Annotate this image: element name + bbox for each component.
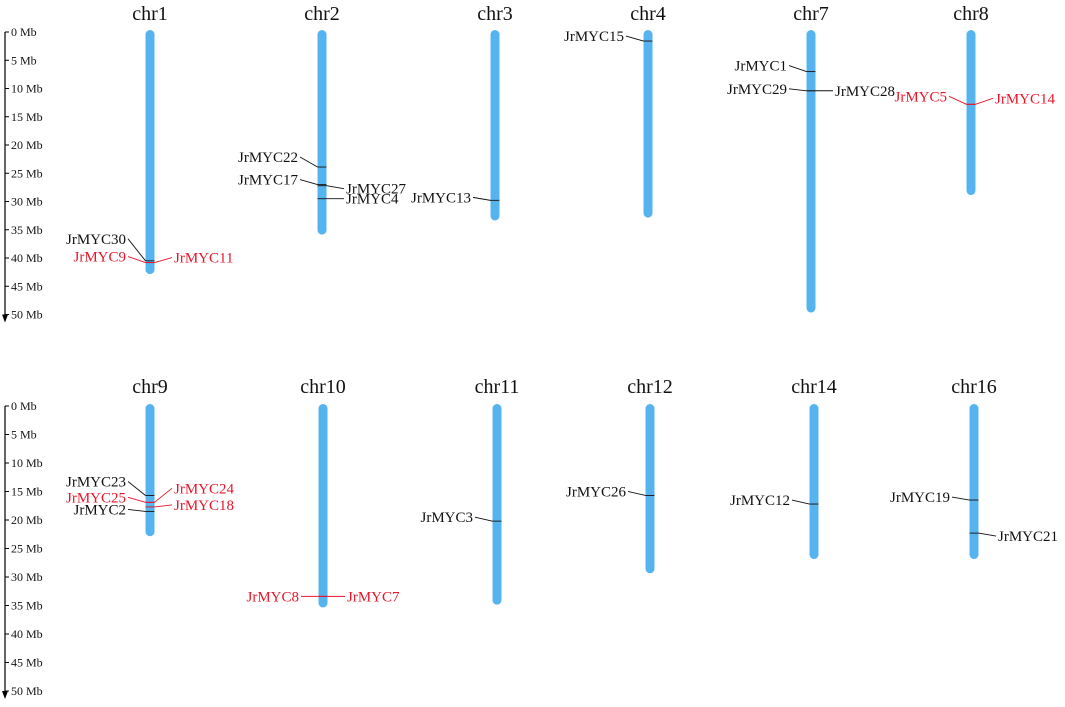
chromosome-title-chr7: chr7 [793,3,829,25]
chromosome-title-chr1: chr1 [132,3,168,25]
gene-connector [627,491,646,496]
chromosome-title-chr16: chr16 [951,376,997,398]
gene-label-jrmyc17: JrMYC17 [238,173,299,189]
gene-label-jrmyc14: JrMYC14 [995,91,1056,107]
chromosome-bar-chr9 [145,404,155,537]
chromosome-title-chr9: chr9 [132,376,168,398]
chromosome-bar-chr11 [492,404,502,605]
chromosome-bar-chr12 [645,404,655,574]
axis-tick-label: 0 Mb [11,25,37,39]
gene-connector [791,499,810,505]
chromosome-bar-chr14 [809,404,819,560]
gene-label-jrmyc24: JrMYC24 [174,481,235,497]
gene-connector [154,487,173,503]
gene-label-jrmyc3: JrMYC3 [420,510,473,526]
gene-connector [788,88,807,92]
gene-label-jrmyc7: JrMYC7 [347,589,400,605]
axis-arrow-icon [2,691,8,699]
axis-tick-label: 35 Mb [11,599,43,613]
axis-tick-label: 45 Mb [11,656,43,670]
gene-label-jrmyc8: JrMYC8 [246,589,299,605]
axis-tick-label: 35 Mb [11,223,43,237]
chromosome-bar-chr1 [145,30,155,275]
gene-connector [472,196,491,201]
gene-label-jrmyc1: JrMYC1 [734,59,787,75]
axis-tick-label: 10 Mb [11,456,43,470]
gene-label-jrmyc15: JrMYC15 [564,29,624,45]
chromosome-title-chr12: chr12 [627,376,673,398]
chromosome-title-chr14: chr14 [791,376,837,398]
gene-connector [326,185,345,190]
gene-label-jrmyc27: JrMYC27 [346,182,407,198]
gene-label-jrmyc28: JrMYC28 [835,84,895,100]
gene-connector [299,156,318,168]
chromosome-bar-chr16 [969,404,979,560]
axis-tick-label: 15 Mb [11,485,43,499]
gene-connector [978,532,997,537]
gene-label-jrmyc23: JrMYC23 [66,474,126,490]
gene-connector [299,179,318,185]
gene-connector [127,256,146,263]
gene-connector [948,95,967,105]
axis-tick-label: 30 Mb [11,570,43,584]
chromosome-bar-chr4 [643,30,653,218]
gene-connector [975,97,994,105]
gene-label-jrmyc2: JrMYC2 [73,502,126,518]
gene-label-jrmyc22: JrMYC22 [238,150,298,166]
axis-tick-label: 30 Mb [11,195,43,209]
gene-label-jrmyc21: JrMYC21 [998,529,1058,545]
axis-tick-label: 45 Mb [11,279,43,293]
gene-label-jrmyc30: JrMYC30 [66,232,126,248]
chromosome-bar-chr10 [318,404,328,608]
gene-connector [788,65,807,72]
axis-tick-label: 10 Mb [11,82,43,96]
axis-arrow-icon [2,314,8,323]
axis-tick-label: 20 Mb [11,513,43,527]
chromosome-bar-chr8 [966,30,976,196]
gene-label-jrmyc25: JrMYC25 [66,490,126,506]
chromosome-title-chr10: chr10 [300,376,346,398]
gene-label-jrmyc5: JrMYC5 [894,89,947,105]
chromosome-bar-chr2 [317,30,327,235]
axis-tick-label: 15 Mb [11,110,43,124]
gene-connector [951,496,970,501]
gene-label-jrmyc12: JrMYC12 [730,493,790,509]
axis-tick-label: 50 Mb [11,308,43,322]
chromosome-title-chr2: chr2 [304,3,340,25]
gene-connector [625,35,644,42]
axis-tick-label: 25 Mb [11,166,43,180]
chromosome-title-chr8: chr8 [953,3,989,25]
gene-label-jrmyc13: JrMYC13 [411,190,471,206]
gene-connector [154,504,173,508]
axis-tick-label: 0 Mb [11,399,37,413]
gene-connector [127,238,146,262]
gene-connector [127,496,146,503]
gene-connector [154,257,173,263]
axis-tick-label: 40 Mb [11,251,43,265]
gene-label-jrmyc4: JrMYC4 [346,192,399,208]
gene-label-jrmyc29: JrMYC29 [727,82,787,98]
chromosome-title-chr3: chr3 [477,3,513,25]
gene-connector [474,516,493,522]
chromosome-bar-chr7 [806,30,816,313]
gene-label-jrmyc18: JrMYC18 [174,498,234,514]
chromosome-bar-chr3 [490,30,500,221]
chromosome-title-chr11: chr11 [475,376,520,398]
axis-tick-label: 5 Mb [11,428,37,442]
gene-connector [127,509,146,512]
gene-label-jrmyc19: JrMYC19 [890,490,950,506]
axis-tick-label: 50 Mb [11,684,43,698]
gene-label-jrmyc26: JrMYC26 [566,484,627,500]
gene-connector [127,481,146,496]
chromosome-title-chr4: chr4 [630,3,666,25]
axis-tick-label: 25 Mb [11,542,43,556]
axis-tick-label: 20 Mb [11,138,43,152]
axis-tick-label: 40 Mb [11,627,43,641]
gene-label-jrmyc9: JrMYC9 [73,250,126,266]
axis-tick-label: 5 Mb [11,53,37,67]
gene-label-jrmyc11: JrMYC11 [174,251,233,267]
